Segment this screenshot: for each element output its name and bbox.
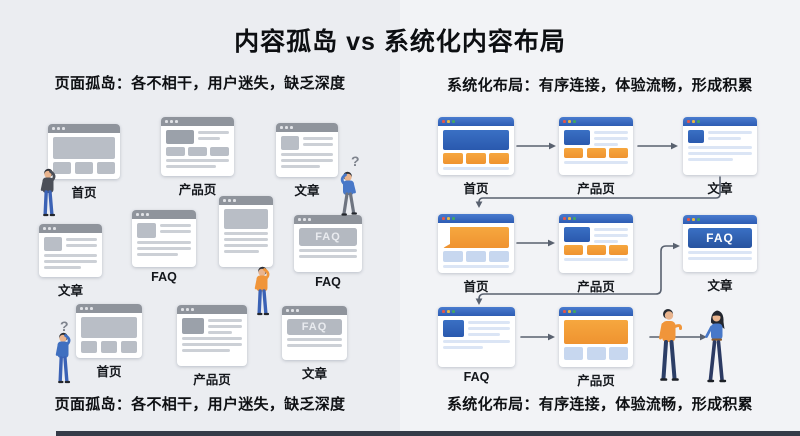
card-label: 首页 [463,182,489,196]
left-subtitle: 页面孤岛：各不相干，用户迷失，缺乏深度 [54,75,346,92]
window-titlebar [294,215,362,224]
bottom-strip [56,431,800,436]
page-title: 内容孤岛 vs 系统化内容布局 [234,28,566,56]
window-titlebar [219,196,273,205]
card-faq-banner: FAQ [282,306,347,360]
card-label: 产品页 [577,374,615,388]
card-faq [132,210,196,267]
left-caption: 页面孤岛：各不相干，用户迷失，缺乏深度 [54,396,346,413]
card-label: 产品页 [577,280,615,294]
card-label: 文章 [57,284,83,298]
window-titlebar [48,124,120,133]
window-titlebar [683,117,757,126]
card-product [559,117,633,175]
card-label: 产品页 [178,183,217,197]
window-titlebar [76,304,142,313]
card-article [683,117,757,175]
card-label: 文章 [707,279,733,293]
faq-banner-text: FAQ [688,228,752,248]
confused-person-icon [55,332,71,384]
card-label: FAQ [315,275,341,289]
window-titlebar [438,214,514,223]
card-label: FAQ [151,270,177,284]
window-titlebar [177,305,247,314]
card-label: 文章 [707,182,733,196]
window-titlebar [559,307,633,316]
talking-man-icon [659,309,683,381]
confused-person-icon [340,171,357,216]
card-faq [438,307,515,367]
window-titlebar [276,123,338,132]
card-tall-page [219,196,273,267]
window-titlebar [282,306,347,315]
card-product [161,117,234,176]
card-article [39,224,102,277]
card-label: 首页 [463,280,489,294]
card-product [559,214,633,273]
card-product-hero [559,307,633,367]
card-label: 文章 [301,367,327,381]
card-label: 文章 [294,184,320,198]
card-label: 产品页 [193,373,231,387]
card-label: 首页 [96,365,122,379]
play-icon [443,223,450,248]
window-titlebar [132,210,196,219]
right-caption: 系统化布局：有序连接，体验流畅，形成积累 [446,396,753,413]
window-titlebar [39,224,102,233]
card-article [276,123,338,177]
confused-person-icon [254,266,270,316]
confused-person-icon [40,168,56,217]
card-label: 首页 [71,186,97,200]
card-home [48,124,120,179]
card-home [438,117,514,175]
faq-banner-text: FAQ [287,319,342,335]
question-mark: ? [351,153,360,169]
question-mark: ? [60,318,69,334]
talking-woman-icon [705,310,727,383]
card-label: FAQ [463,370,490,384]
window-titlebar [438,117,514,126]
card-home-video [438,214,514,273]
card-faq-banner: FAQ [683,215,757,272]
window-titlebar [559,214,633,223]
card-home [76,304,142,358]
window-titlebar [683,215,757,224]
card-faq-banner: FAQ [294,215,362,272]
right-subtitle: 系统化布局：有序连接，体验流畅，形成积累 [446,77,753,94]
card-product [177,305,247,366]
window-titlebar [438,307,515,316]
window-titlebar [161,117,234,126]
card-label: 产品页 [577,182,615,196]
faq-banner-text: FAQ [299,228,357,246]
window-titlebar [559,117,633,126]
